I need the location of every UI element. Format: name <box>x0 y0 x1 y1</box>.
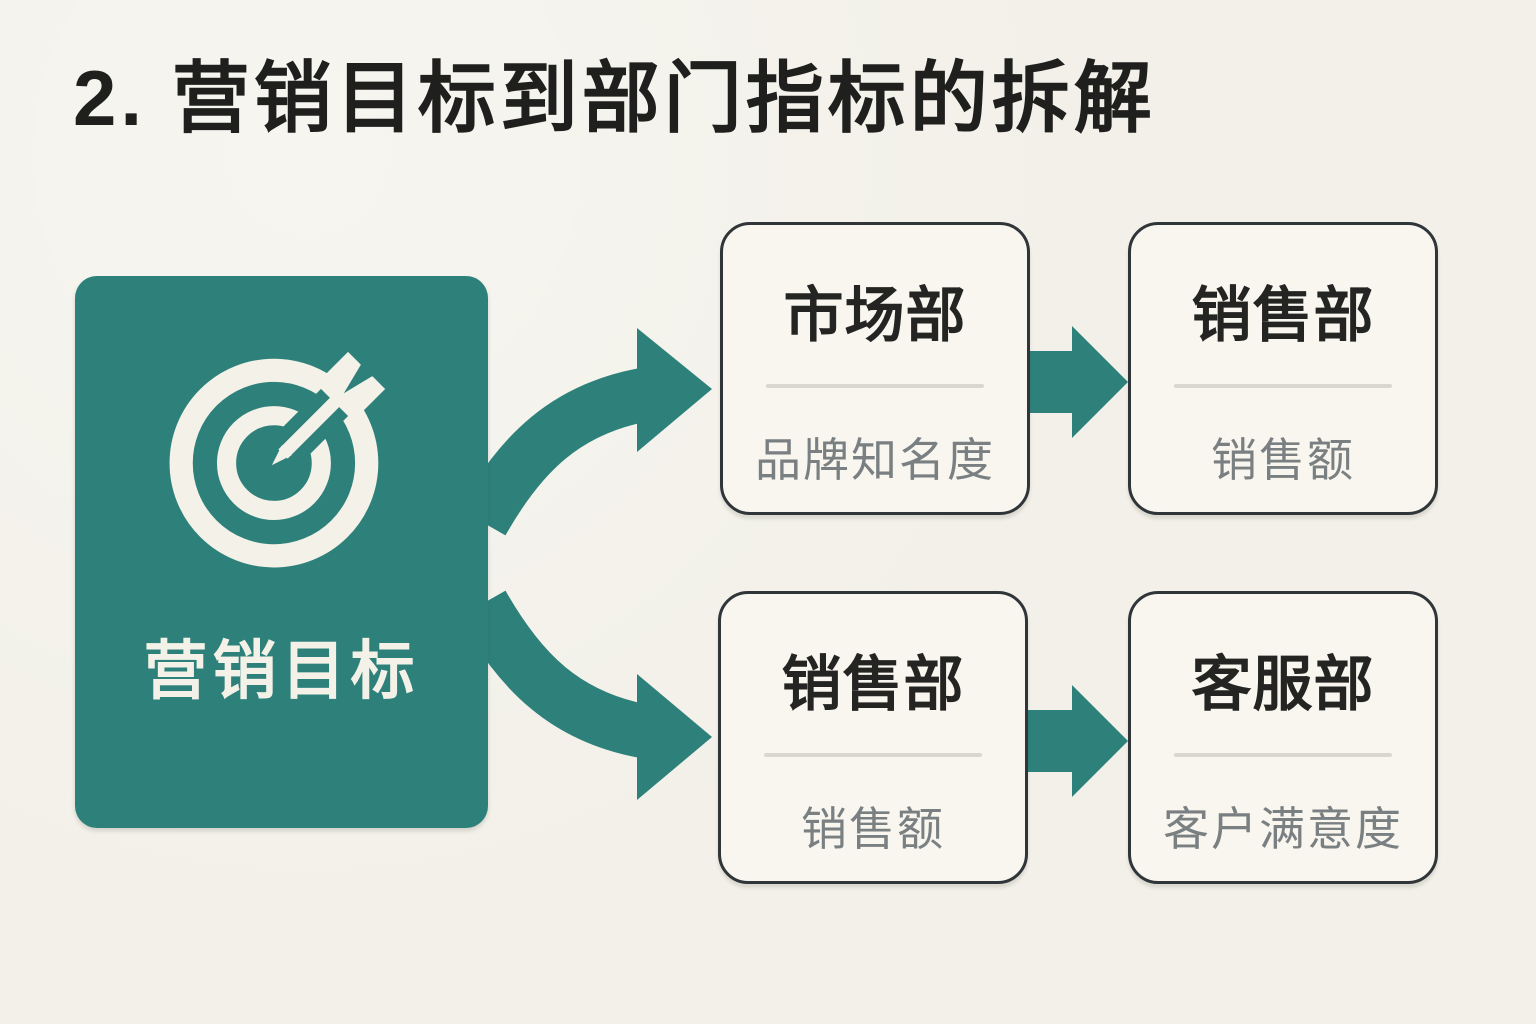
dept-card-customer-service: 客服部 客户满意度 <box>1128 591 1438 884</box>
block-arrow-bottom <box>1028 685 1128 797</box>
arrow-tip <box>271 445 292 466</box>
dept-name: 市场部 <box>783 282 967 349</box>
curved-arrow-bottom-head <box>637 674 712 800</box>
page-title: 2. 营销目标到部门指标的拆解 <box>73 54 1156 142</box>
divider <box>1174 753 1392 757</box>
block-arrow-top <box>1028 326 1128 438</box>
dept-card-sales-top: 销售部 销售额 <box>1128 222 1438 515</box>
marketing-goal-card: 营销目标 <box>75 276 488 828</box>
dept-name: 客服部 <box>1191 651 1375 718</box>
divider <box>764 753 982 757</box>
divider <box>766 384 984 388</box>
divider <box>1174 384 1392 388</box>
target-arrow-icon <box>169 349 387 568</box>
arrow-feather-notch <box>343 353 383 394</box>
dept-metric: 销售额 <box>801 803 945 855</box>
dept-card-marketing: 市场部 品牌知名度 <box>720 222 1030 515</box>
dept-name: 销售部 <box>781 651 965 718</box>
dept-card-sales-bottom: 销售部 销售额 <box>718 591 1028 884</box>
dept-metric: 销售额 <box>1211 434 1355 486</box>
curved-arrow-top-head <box>637 328 712 452</box>
target-outer-ring <box>169 358 378 568</box>
dept-metric: 品牌知名度 <box>755 434 995 486</box>
dept-name: 销售部 <box>1191 282 1375 349</box>
curved-arrow-top-line <box>458 367 654 536</box>
arrow-shaft <box>277 390 346 459</box>
dept-metric: 客户满意度 <box>1163 803 1403 855</box>
target-inner-ring <box>216 406 331 521</box>
curved-arrow-bottom-line <box>458 590 654 759</box>
marketing-goal-label: 营销目标 <box>143 635 420 707</box>
